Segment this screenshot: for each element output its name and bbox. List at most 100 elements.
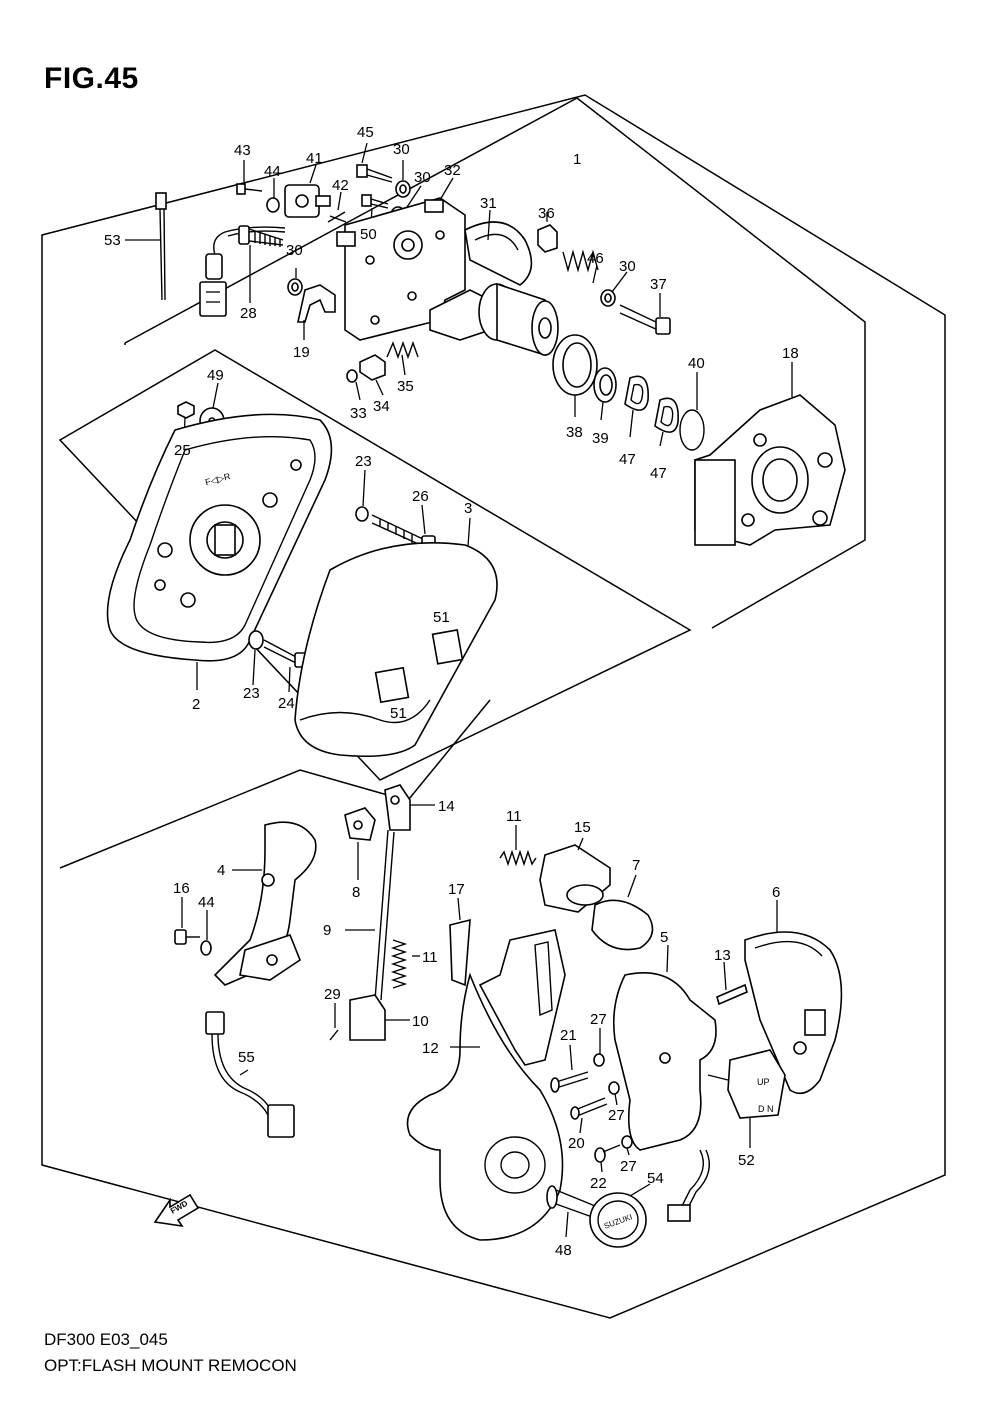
part-bracket-plate-32 xyxy=(336,177,466,341)
callout-29: 29 xyxy=(324,986,341,1003)
part-harness-55 xyxy=(205,1011,295,1138)
main-assembly-frame xyxy=(41,94,946,1319)
part-plate-17 xyxy=(449,897,471,987)
callout-24: 24 xyxy=(278,695,295,712)
part-cable-tie xyxy=(125,192,167,301)
callout-37: 37 xyxy=(650,276,667,293)
callout-26: 26 xyxy=(412,488,429,505)
callout-52: 52 xyxy=(738,1152,755,1169)
callout-32: 32 xyxy=(444,162,461,179)
callout-20: 20 xyxy=(568,1135,585,1152)
callout-22: 22 xyxy=(590,1175,607,1192)
part-springs-11 xyxy=(390,825,537,989)
callout-11b: 11 xyxy=(422,949,438,966)
callout-9: 9 xyxy=(323,922,331,939)
part-screw-28 xyxy=(238,225,303,303)
callout-31: 31 xyxy=(480,195,497,212)
callout-13: 13 xyxy=(714,947,731,964)
callout-47b: 47 xyxy=(650,465,667,482)
callout-38: 38 xyxy=(566,424,583,441)
callout-48: 48 xyxy=(555,1242,572,1259)
callout-23b: 23 xyxy=(243,685,260,702)
part-housing-18 xyxy=(694,362,846,546)
callout-2: 2 xyxy=(192,696,200,713)
callout-46: 46 xyxy=(587,250,604,267)
callout-27b: 27 xyxy=(608,1107,625,1124)
upper-subassembly-frame xyxy=(124,97,866,629)
callout-49: 49 xyxy=(207,367,224,384)
callout-55: 55 xyxy=(238,1049,255,1066)
part-sensor xyxy=(199,164,331,317)
callout-30a: 30 xyxy=(393,141,410,158)
part-trim-switch-52: UP D N xyxy=(707,1049,786,1148)
callout-54: 54 xyxy=(647,1170,664,1187)
fwd-direction-arrow: FWD xyxy=(153,1193,200,1228)
callout-41: 41 xyxy=(306,150,323,167)
svg-text:UP: UP xyxy=(757,1077,770,1087)
callout-44b: 44 xyxy=(198,894,215,911)
callout-35: 35 xyxy=(397,378,414,395)
callout-18: 18 xyxy=(782,345,799,362)
part-spring-plunger-33-35 xyxy=(346,340,419,401)
callout-4: 4 xyxy=(217,862,225,879)
part-switch-15 xyxy=(539,837,654,951)
part-ring-38 xyxy=(552,334,598,417)
callout-27c: 27 xyxy=(620,1158,637,1175)
part-block-36 xyxy=(537,212,558,253)
part-links-8-9-14 xyxy=(344,784,435,1001)
callout-50: 50 xyxy=(360,226,377,243)
svg-text:D N: D N xyxy=(758,1104,774,1114)
part-spring-46 xyxy=(562,249,628,307)
part-lever-4 xyxy=(213,821,317,986)
part-pin-13 xyxy=(716,961,748,1006)
callout-16: 16 xyxy=(173,880,190,897)
callout-3: 3 xyxy=(464,500,472,517)
lever-assembly-frame xyxy=(58,349,692,781)
callout-51b: 51 xyxy=(390,705,407,722)
part-cover-3 xyxy=(294,517,498,758)
part-snap-ring-40 xyxy=(679,372,705,451)
callout-27a: 27 xyxy=(590,1011,607,1028)
callout-17: 17 xyxy=(448,881,465,898)
part-screw-37 xyxy=(619,293,671,335)
callout-14: 14 xyxy=(438,798,455,815)
callout-11a: 11 xyxy=(506,808,522,825)
callout-21: 21 xyxy=(560,1027,577,1044)
figure-title: FIG.45 xyxy=(44,62,139,95)
callout-33: 33 xyxy=(350,405,367,422)
callout-10: 10 xyxy=(412,1013,429,1030)
callout-39: 39 xyxy=(592,430,609,447)
part-grip-6 xyxy=(744,900,843,1095)
callout-40: 40 xyxy=(688,355,705,372)
part-pin-bracket-29-10 xyxy=(329,994,410,1041)
part-pin-42 xyxy=(327,191,347,223)
callout-12: 12 xyxy=(422,1040,439,1057)
part-washer-39 xyxy=(593,367,617,421)
part-screw-48 xyxy=(546,1185,601,1238)
callout-30b: 30 xyxy=(414,169,431,186)
part-number-callouts: 1 2 3 4 5 6 7 8 9 10 11 11 12 13 14 15 1… xyxy=(104,124,799,1259)
callout-36: 36 xyxy=(538,205,555,222)
callout-23a: 23 xyxy=(355,453,372,470)
callout-43: 43 xyxy=(234,142,251,159)
part-screws-20-22-27 xyxy=(550,1028,633,1173)
part-clip-19 xyxy=(297,284,336,340)
part-shaft-housing-31 xyxy=(429,209,559,357)
callout-8: 8 xyxy=(352,884,360,901)
part-emblem-54: SUZUKI xyxy=(589,1183,651,1248)
callout-6: 6 xyxy=(772,884,780,901)
callout-47a: 47 xyxy=(619,451,636,468)
callout-15: 15 xyxy=(574,819,591,836)
callout-45: 45 xyxy=(357,124,374,141)
callout-30d: 30 xyxy=(619,258,636,275)
part-bolt-washer-16-44 xyxy=(174,897,212,956)
callout-34: 34 xyxy=(373,398,390,415)
callout-25: 25 xyxy=(174,442,191,459)
part-bezel-2: F◁▷R xyxy=(106,413,333,690)
callout-5: 5 xyxy=(660,929,668,946)
callout-28: 28 xyxy=(240,305,257,322)
callout-51a: 51 xyxy=(433,609,450,626)
callout-30c: 30 xyxy=(286,242,303,259)
callout-53: 53 xyxy=(104,232,121,249)
part-bolt-washer-43-44 xyxy=(236,160,280,213)
